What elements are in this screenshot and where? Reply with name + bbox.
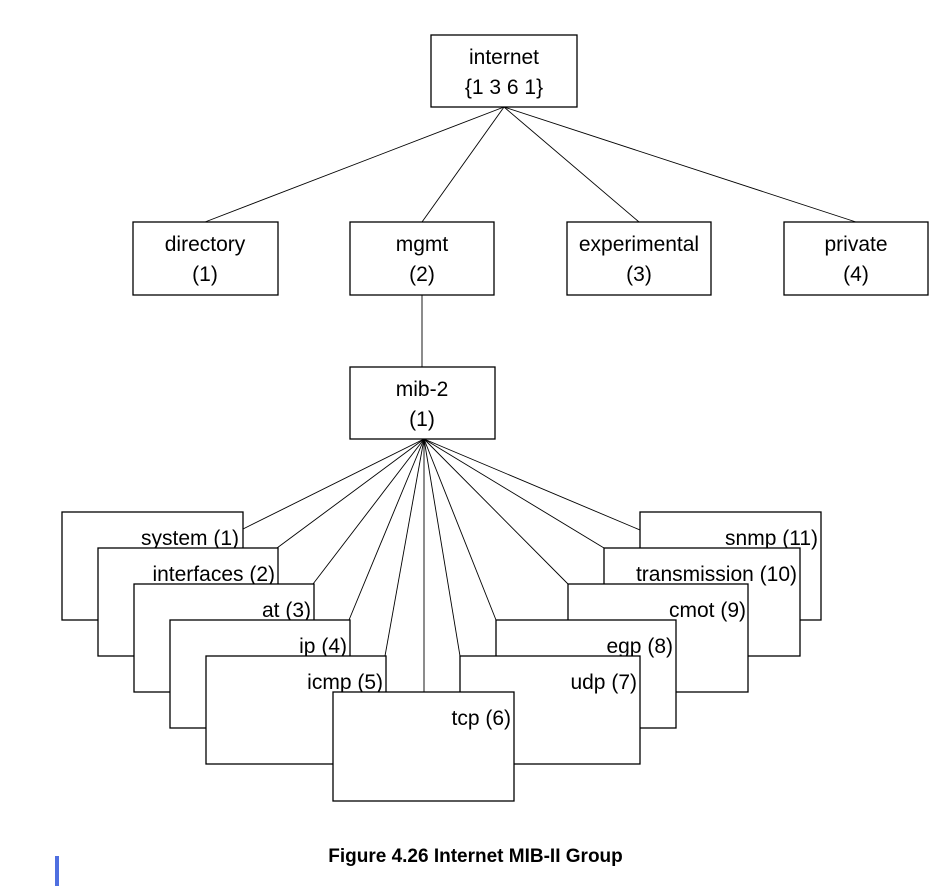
node-experimental-name: experimental bbox=[579, 233, 699, 256]
node-experimental-num: (3) bbox=[626, 263, 652, 286]
edge-mib2-udp bbox=[423, 438, 461, 657]
node-mib2-num: (1) bbox=[409, 408, 435, 431]
node-private: private (4) bbox=[783, 221, 929, 296]
edges bbox=[204, 106, 857, 692]
node-experimental: experimental (3) bbox=[566, 221, 712, 296]
edge-mib2-icmp bbox=[384, 438, 425, 657]
edge-mib2-egp bbox=[423, 438, 497, 621]
node-mib2: mib-2 (1) bbox=[349, 366, 496, 440]
edge-internet-mgmt bbox=[421, 106, 505, 223]
node-private-num: (4) bbox=[843, 263, 869, 286]
group-tcp-label: tcp (6) bbox=[451, 707, 511, 730]
group-at-label: at (3) bbox=[262, 599, 311, 622]
edge-mib2-transmission bbox=[423, 438, 605, 549]
edge-internet-directory bbox=[204, 106, 505, 223]
node-internet-name: internet bbox=[469, 46, 539, 69]
group-udp-label: udp (7) bbox=[570, 671, 637, 694]
edge-internet-private bbox=[503, 106, 857, 223]
group-tcp: tcp (6) bbox=[332, 691, 515, 802]
node-private-name: private bbox=[824, 233, 887, 256]
node-mib2-name: mib-2 bbox=[396, 378, 449, 401]
margin-change-bar bbox=[55, 856, 59, 886]
edge-internet-experimental bbox=[503, 106, 640, 223]
edge-mib2-snmp bbox=[423, 438, 641, 531]
group-snmp-label: snmp (11) bbox=[725, 527, 818, 550]
group-cmot-label: cmot (9) bbox=[669, 599, 746, 622]
edge-mib2-interfaces bbox=[276, 438, 425, 549]
group-transmission-label: transmission (10) bbox=[636, 563, 797, 586]
node-mgmt: mgmt (2) bbox=[349, 221, 495, 296]
edge-mib2-at bbox=[312, 438, 425, 585]
node-internet-oid: {1 3 6 1} bbox=[465, 76, 543, 99]
group-system-label: system (1) bbox=[141, 527, 239, 550]
edge-mib2-system bbox=[240, 438, 425, 531]
edge-mib2-cmot bbox=[423, 438, 569, 585]
node-directory: directory (1) bbox=[132, 221, 279, 296]
group-ip-label: ip (4) bbox=[299, 635, 347, 658]
group-icmp-label: icmp (5) bbox=[307, 671, 383, 694]
group-interfaces-label: interfaces (2) bbox=[152, 563, 275, 586]
figure-caption: Figure 4.26 Internet MIB-II Group bbox=[328, 846, 623, 867]
node-directory-name: directory bbox=[165, 233, 246, 256]
node-mgmt-name: mgmt bbox=[396, 233, 449, 256]
node-internet: internet {1 3 6 1} bbox=[430, 34, 578, 108]
node-mgmt-num: (2) bbox=[409, 263, 435, 286]
node-directory-num: (1) bbox=[192, 263, 218, 286]
mib-tree-diagram: internet {1 3 6 1} directory (1) mgmt (2… bbox=[61, 34, 929, 802]
group-egp-label: egp (8) bbox=[606, 635, 673, 658]
edge-mib2-ip bbox=[348, 438, 425, 621]
